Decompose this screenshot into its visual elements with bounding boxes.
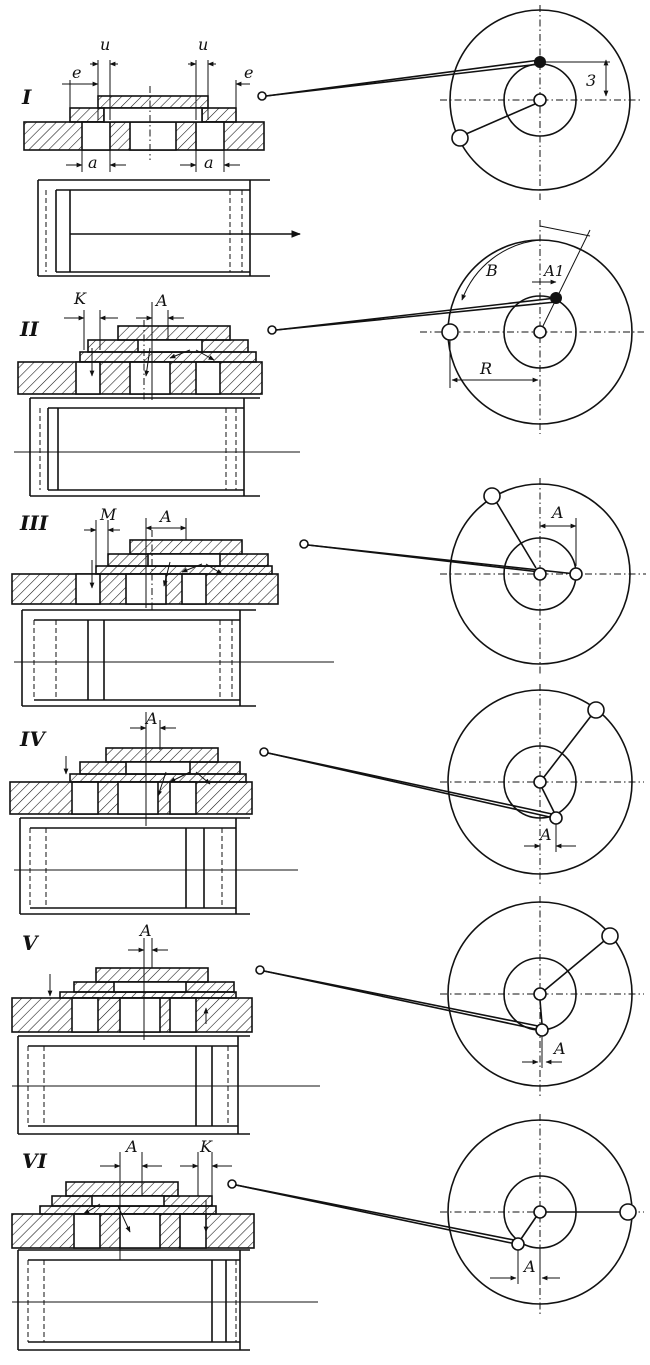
stage-3-numeral: III — [19, 511, 49, 535]
stage-2-eccentric: B A1 R — [420, 220, 644, 434]
stage-4-valve-section — [9, 747, 253, 815]
stage-3-valve-section — [11, 539, 279, 605]
label-R: R — [479, 359, 492, 378]
stage-4: IV A — [9, 684, 644, 915]
label-A-vi-ecc: A — [522, 1257, 536, 1276]
label-M: M — [99, 505, 117, 524]
stage-1-eccentric: 3 — [440, 5, 640, 200]
label-a-left: a — [88, 153, 98, 172]
label-u-right: u — [198, 35, 208, 54]
label-B: B — [485, 261, 498, 280]
label-e-left: e — [72, 63, 81, 82]
stage-6-cylinder — [12, 1249, 318, 1351]
label-A-iv-valve: A — [144, 709, 158, 728]
stage-1: I — [21, 5, 640, 277]
stage-2: II K A — [14, 220, 644, 497]
label-K: K — [73, 289, 87, 308]
stage-3-cylinder — [14, 609, 334, 707]
stage-6-eccentric: A — [440, 1114, 644, 1314]
stage-6-numeral: VI — [22, 1149, 48, 1173]
label-a-right: a — [204, 153, 214, 172]
stage-6-dimensions: A K — [100, 1137, 232, 1260]
label-A-iv-ecc: A — [538, 825, 552, 844]
label-A: A — [154, 291, 168, 310]
label-K-vi: K — [199, 1137, 213, 1156]
label-A1: A1 — [542, 262, 564, 280]
stage-3: III M A — [11, 478, 646, 707]
stage-4-cylinder — [14, 817, 298, 915]
label-A-vi-valve: A — [124, 1137, 138, 1156]
stage-2-valve-section — [17, 325, 263, 395]
stage-2-numeral: II — [19, 317, 39, 341]
stage-4-dimensions: A — [130, 709, 176, 826]
label-e-right: e — [244, 63, 253, 82]
label-A-iii-valve: A — [158, 507, 172, 526]
stage-6: VI A K — [11, 1114, 644, 1351]
stage-1-valve-section — [23, 95, 265, 151]
stage-3-eccentric: A — [440, 478, 646, 676]
stage-5-numeral: V — [22, 931, 40, 955]
stage-6-valve-section — [11, 1181, 255, 1249]
label-A-v-valve: A — [138, 921, 152, 940]
label-3: 3 — [586, 71, 596, 90]
stage-2-cylinder — [14, 397, 300, 497]
stage-1-dimensions: e u u e a a — [62, 35, 253, 172]
stage-5-valve-section — [11, 967, 253, 1033]
label-A-iii-ecc: A — [550, 503, 564, 522]
stage-4-numeral: IV — [19, 727, 47, 751]
stage-3-dimensions: M A — [84, 505, 187, 608]
stage-5-dimensions: A — [128, 921, 168, 1040]
stage-2-dimensions: K A — [64, 289, 184, 400]
stage-5-cylinder — [12, 1035, 320, 1135]
stage-5-eccentric: A — [440, 896, 644, 1096]
stage-1-cylinder — [37, 179, 301, 277]
stage-1-numeral: I — [21, 85, 32, 109]
stage-4-eccentric: A — [440, 684, 644, 886]
label-A-v-ecc: A — [552, 1039, 566, 1058]
stage-5: V A — [11, 896, 644, 1135]
label-u-left: u — [100, 35, 110, 54]
